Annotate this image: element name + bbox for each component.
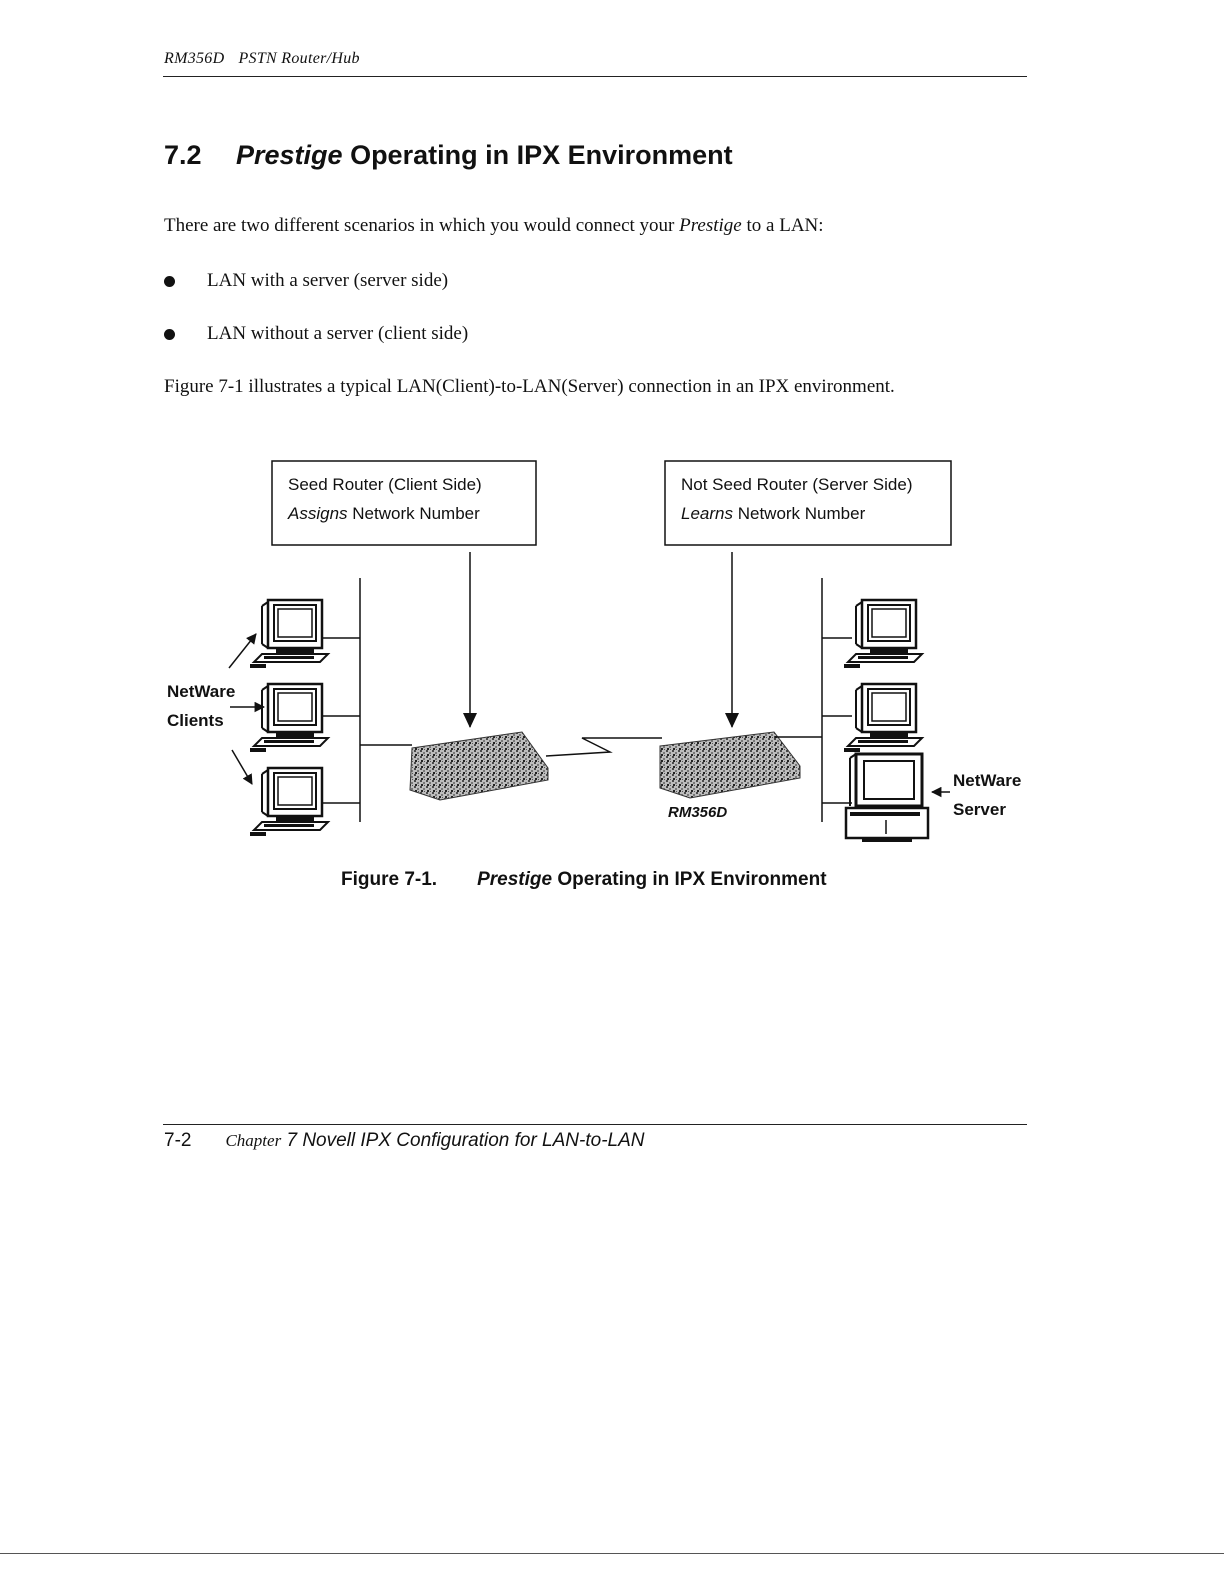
server-side-computer-icon [842,598,924,670]
client-computer-icon [248,682,330,754]
client-computer-icon [248,766,330,838]
figure-title-italic: Prestige [477,869,553,890]
arrow-to-client-icon [228,633,257,669]
header-rule [163,76,1027,77]
document-title: PSTN Router/Hub [238,50,360,67]
page-footer: 7-2 Chapter 7 Novell IPX Configuration fo… [164,1130,644,1152]
netware-clients-label-line1: NetWare [167,682,235,701]
page-number: 7-2 [164,1130,192,1151]
figure-number: Figure 7-1. [341,869,438,890]
footer-chapter-word: Chapter [225,1131,282,1150]
seed-router-subtitle: Assigns Network Number [287,504,480,523]
running-header: RM356D PSTN Router/Hub [164,50,360,68]
bullet-text: LAN without a server (client side) [207,323,469,344]
intro-paragraph: There are two different scenarios in whi… [164,215,824,237]
section-heading: 7.2 Prestige Operating in IPX Environment [164,140,733,171]
figure-title-rest: Operating in IPX Environment [552,869,827,890]
not-seed-router-box [664,460,952,546]
netware-server-label-line1: NetWare [953,771,1021,790]
client-computer-icon [248,598,330,670]
section-title-rest: Operating in IPX Environment [342,140,733,170]
document-id: RM356D [164,50,225,67]
scan-edge-line [0,1553,1224,1554]
section-title-italic: Prestige [236,140,343,170]
bullet-dot [164,276,175,287]
intro-text-before: There are two different scenarios in whi… [164,215,680,236]
netware-server-icon [844,752,930,844]
network-diagram: Seed Router (Client Side) Assigns Networ… [167,460,1021,844]
footer-chapter-title: 7 Novell IPX Configuration for LAN-to-LA… [281,1130,645,1151]
server-side-computer-icon [842,682,924,754]
section-number: 7.2 [164,140,202,170]
router-model-label: RM356D [668,804,727,821]
intro-text-italic: Prestige [679,215,742,236]
netware-server-label-line2: Server [953,800,1006,819]
seed-router-arrowhead [463,713,477,728]
server-router-icon [659,731,801,799]
seed-router-box [271,460,537,546]
footer-rule [163,1124,1027,1125]
not-seed-router-title: Not Seed Router (Server Side) [681,475,913,494]
seed-router-title: Seed Router (Client Side) [288,475,482,494]
not-seed-router-subtitle: Learns Network Number [681,504,866,523]
figure-caption: Figure 7-1. Prestige Operating in IPX Env… [341,869,827,891]
not-seed-router-arrowhead [725,713,739,728]
figure-reference-paragraph: Figure 7-1 illustrates a typical LAN(Cli… [164,376,895,397]
intro-text-after: to a LAN: [741,215,824,236]
pstn-link [545,737,662,757]
bullet-dot [164,329,175,340]
arrow-to-client-icon [231,749,253,785]
client-router-icon [409,731,549,801]
netware-clients-label-line2: Clients [167,711,224,730]
bullet-text: LAN with a server (server side) [207,270,449,291]
